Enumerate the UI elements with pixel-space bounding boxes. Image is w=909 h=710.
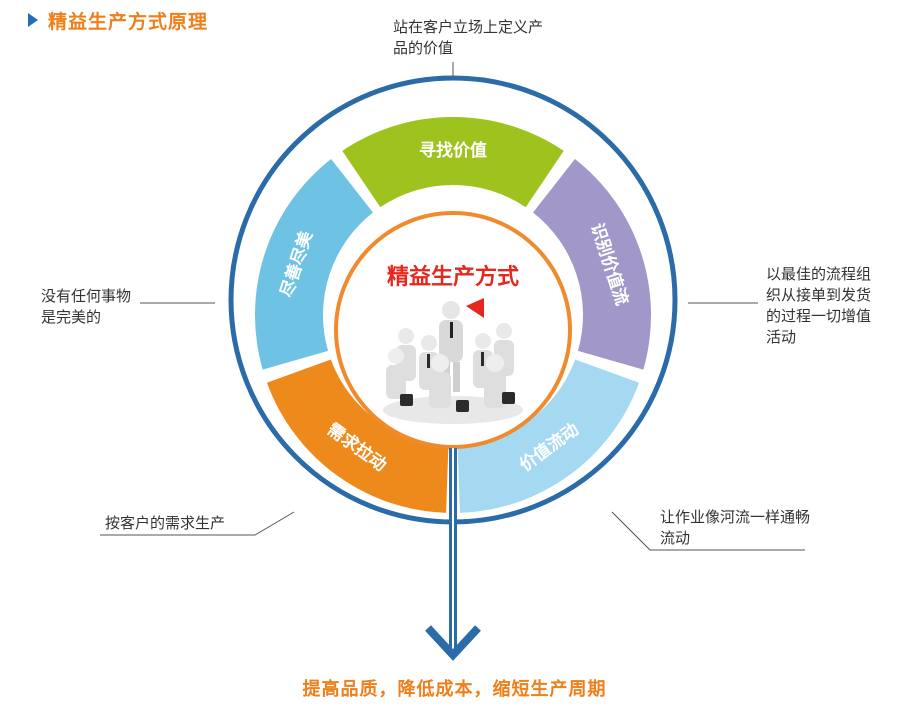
segment-label-find-value: 寻找价值 [419,140,487,161]
megaphone-icon [466,298,484,318]
center-title: 精益生产方式 [387,264,519,290]
segment-find-value[interactable] [342,117,564,208]
bottom-caption: 提高品质，降低成本，缩短生产周期 [302,679,607,700]
note-perfection: 没有任何事物是完美的 [41,287,132,326]
triangle-marker-icon [28,13,38,27]
segment-value-flow[interactable] [457,359,640,513]
briefcase-icon [400,394,413,406]
down-arrow [425,448,481,661]
segments [255,117,651,513]
segment-demand-pull[interactable] [266,359,449,513]
connector-line-bottom-right [611,511,805,551]
segment-identify-value-stream[interactable] [533,158,651,370]
page-header: 精益生产方式原理 [28,8,209,33]
note-find-value: 站在客户立场上定义产品的价值 [393,18,544,57]
page-title: 精益生产方式原理 [48,10,209,33]
note-identify-value-stream: 以最佳的流程组织从接单到发货的过程一切增值活动 [766,265,872,346]
connector-line-bottom-left [100,511,295,536]
briefcase-icon [456,400,469,412]
note-demand-pull: 按客户的需求生产 [105,514,226,532]
business-people-illustration [383,298,523,424]
note-value-flow: 让作业像河流一样通畅流动 [660,508,811,547]
briefcase-icon [502,392,515,404]
segment-perfection[interactable] [255,158,373,370]
